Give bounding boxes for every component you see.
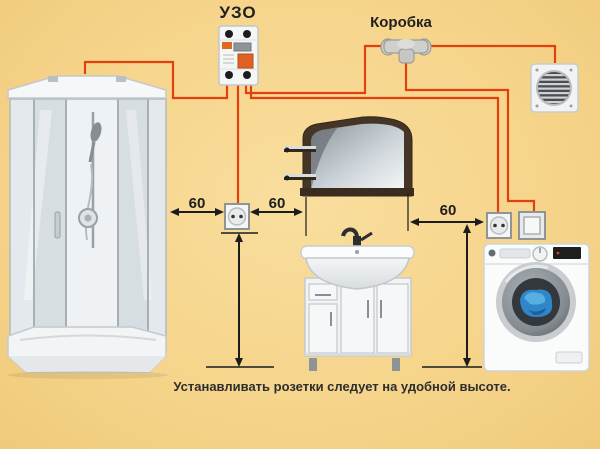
wire-rcd-to-junction-box bbox=[244, 44, 384, 95]
mirror-icon bbox=[284, 116, 414, 197]
wire-shower-to-rcd bbox=[83, 60, 229, 100]
power-socket-icon bbox=[486, 212, 512, 239]
vanity-door bbox=[376, 283, 409, 354]
rcd-terminal bbox=[225, 30, 233, 38]
junction-box-label: Коробка bbox=[370, 14, 432, 31]
rcd-label-strip bbox=[222, 42, 232, 49]
sink-basin bbox=[305, 257, 410, 290]
mirror-shelf bbox=[284, 146, 316, 153]
rcd-toggle bbox=[237, 53, 254, 69]
rcd-breaker-icon bbox=[218, 25, 259, 86]
washer-hatch bbox=[555, 351, 583, 364]
mirror-glass bbox=[311, 123, 404, 190]
rcd-terminal bbox=[225, 71, 233, 79]
dimension-arrowheads bbox=[170, 208, 484, 367]
exhaust-fan-icon bbox=[530, 63, 579, 113]
dimension-label-mid: 60 bbox=[268, 195, 286, 212]
junction-box-icon bbox=[380, 38, 432, 64]
shower-door-handle bbox=[54, 211, 61, 239]
wire-box-to-fan bbox=[429, 44, 557, 63]
rcd-terminal bbox=[243, 71, 251, 79]
washer-dial bbox=[532, 246, 548, 262]
diagram-caption: Устанавливать розетки следует на удобной… bbox=[173, 379, 511, 394]
vanity-door bbox=[340, 283, 375, 354]
vanity-leg bbox=[309, 358, 317, 371]
washer-panel bbox=[499, 248, 531, 259]
fan-louvers bbox=[538, 74, 570, 104]
glass-reflection bbox=[126, 110, 152, 300]
vanity-leg bbox=[392, 358, 400, 371]
power-socket-icon bbox=[224, 203, 250, 230]
washer-door bbox=[496, 262, 576, 342]
washing-machine-icon bbox=[483, 243, 590, 372]
shower-cabin-icon bbox=[7, 75, 168, 379]
faucet-icon bbox=[341, 227, 373, 250]
washer-display bbox=[553, 247, 581, 259]
glass-reflection bbox=[24, 110, 52, 300]
vanity-door bbox=[308, 303, 338, 354]
vanity-sink-icon bbox=[300, 227, 415, 371]
rcd-terminal bbox=[243, 30, 251, 38]
wire-to-washer-socket bbox=[249, 85, 500, 212]
shower-hose bbox=[84, 163, 94, 241]
dimension-label-washer: 60 bbox=[439, 202, 457, 219]
mirror-shelf bbox=[284, 174, 316, 181]
rcd-window bbox=[233, 42, 252, 52]
vanity-drawer bbox=[308, 283, 338, 301]
dimension-lines bbox=[177, 193, 482, 368]
rcd-label: УЗО bbox=[219, 3, 257, 22]
dimension-label-left: 60 bbox=[188, 195, 206, 212]
brand-logo-icon bbox=[488, 249, 496, 257]
wall-switch-icon bbox=[518, 211, 546, 240]
wire-box-to-switch bbox=[404, 62, 536, 211]
wiring bbox=[83, 44, 557, 212]
shower-roof bbox=[7, 75, 167, 99]
